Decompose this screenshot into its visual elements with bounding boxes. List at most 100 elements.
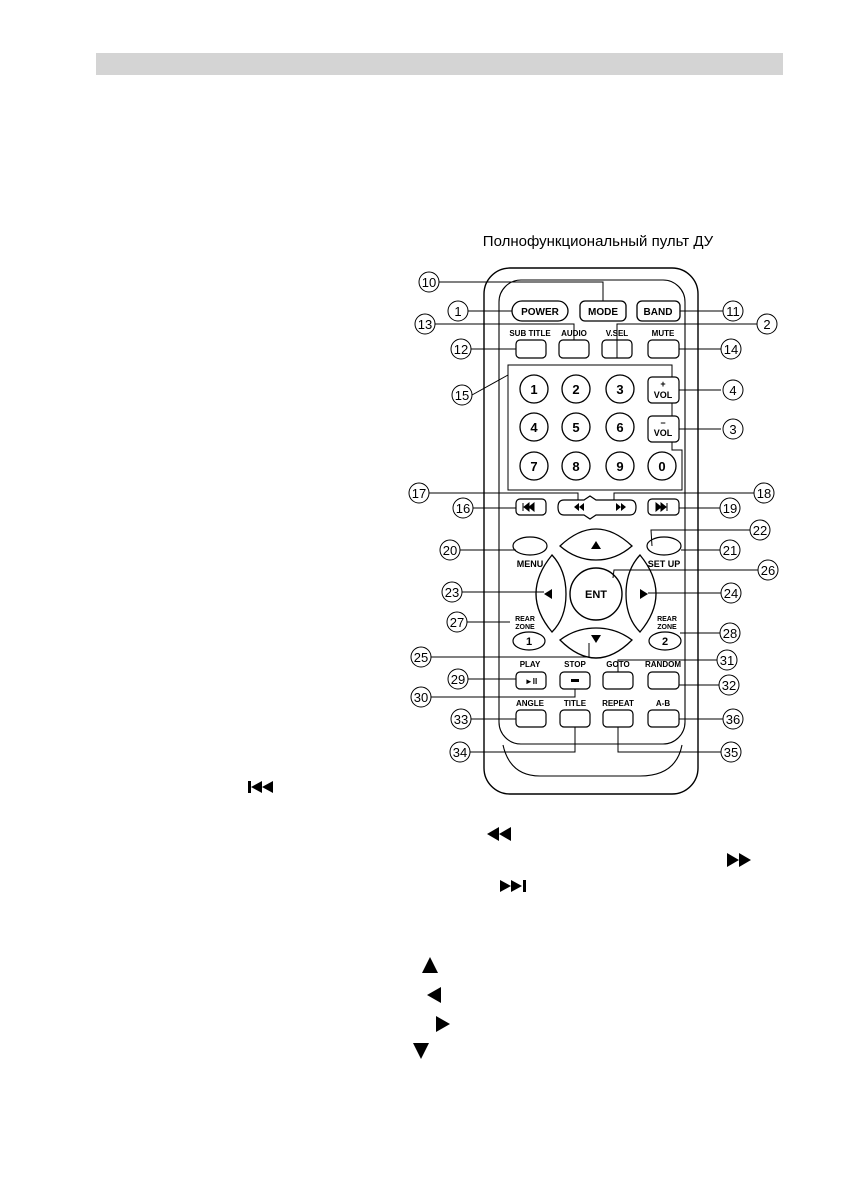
digit-7-button[interactable]: [519, 451, 549, 481]
mode-label: MODE: [588, 307, 618, 318]
callout-31: 31: [720, 653, 734, 668]
button-row-second: SUB TITLE AUDIO V.SEL MUTE: [509, 329, 680, 359]
callout-17: 17: [412, 486, 426, 501]
vol-up-label: VOL: [654, 390, 673, 400]
callout-25: 25: [414, 650, 428, 665]
volume-buttons: + VOL − VOL: [647, 376, 680, 443]
callout-34: 34: [453, 745, 467, 760]
callout-16: 16: [456, 501, 470, 516]
random-label: RANDOM: [645, 660, 681, 669]
callout-2: 2: [763, 317, 770, 332]
angle-label: ANGLE: [516, 699, 545, 708]
digit-0-button[interactable]: [647, 451, 677, 481]
header-bar: [96, 53, 783, 75]
callout-22: 22: [753, 523, 767, 538]
repeat-label: REPEAT: [602, 699, 634, 708]
callout-34-circle: [449, 741, 471, 763]
callout-35: 35: [724, 745, 738, 760]
callout-30: 30: [414, 690, 428, 705]
ent-label: ENT: [585, 589, 607, 601]
digit-3-button[interactable]: [605, 374, 635, 404]
callout-25-circle: [410, 646, 432, 668]
callout-4-circle: [722, 379, 744, 401]
vol-down-sign: −: [660, 418, 665, 428]
callout-21: 21: [723, 543, 737, 558]
callout-29: 29: [451, 672, 465, 687]
digit-1-button[interactable]: [519, 374, 549, 404]
callout-26-circle: [757, 559, 779, 581]
callout-20-circle: [439, 539, 461, 561]
random-button[interactable]: [647, 671, 680, 690]
remote-body-outer: [483, 267, 699, 795]
subtitle-label: SUB TITLE: [509, 329, 551, 338]
goto-button[interactable]: [602, 671, 634, 690]
callout-15: 15: [455, 388, 469, 403]
callout-30-circle: [410, 686, 432, 708]
power-label: POWER: [521, 307, 560, 318]
rear-zone-1-button[interactable]: [512, 631, 546, 651]
next-track-icon: [655, 501, 668, 513]
up-arrow-icon: [422, 957, 438, 973]
ent-button[interactable]: [569, 567, 623, 621]
digit-9-button[interactable]: [605, 451, 635, 481]
callout-28: 28: [723, 626, 737, 641]
callout-4: 4: [729, 383, 736, 398]
callout-23-circle: [441, 581, 463, 603]
subtitle-button[interactable]: [515, 339, 547, 359]
button-row-top: POWER MODE BAND: [511, 300, 681, 322]
remote-bottom-curve: [502, 744, 683, 777]
digit-3-label: 3: [616, 382, 623, 397]
callout-15-circle: [451, 384, 473, 406]
keypad-frame: [507, 364, 683, 491]
angle-button[interactable]: [515, 709, 547, 728]
down-arrow-icon: [413, 1043, 429, 1059]
callout-18: 18: [757, 486, 771, 501]
callout-21-circle: [719, 539, 741, 561]
ab-button[interactable]: [647, 709, 680, 728]
stop-label: STOP: [564, 660, 586, 669]
digit-4-button[interactable]: [519, 412, 549, 442]
callout-29-circle: [447, 668, 469, 690]
callout-35-circle: [720, 741, 742, 763]
menu-button[interactable]: [512, 536, 548, 556]
nav-right-icon: [640, 589, 648, 599]
title-button[interactable]: [559, 709, 591, 728]
fast-forward-icon[interactable]: [616, 503, 626, 511]
digit-7-label: 7: [530, 459, 537, 474]
play-icon: ►II: [525, 677, 537, 686]
callout-13: 13: [418, 317, 432, 332]
rear-zone-2-text-2: ZONE: [657, 624, 677, 631]
digit-5-button[interactable]: [561, 412, 591, 442]
callout-3: 3: [729, 422, 736, 437]
bottom-row: ANGLE TITLE REPEAT A-B: [515, 699, 680, 728]
callout-1: 1: [454, 304, 461, 319]
rewind-icon[interactable]: [574, 503, 584, 511]
digit-1-label: 1: [530, 382, 537, 397]
callout-27-circle: [446, 611, 468, 633]
title-label: TITLE: [564, 699, 587, 708]
ab-label: A-B: [656, 699, 670, 708]
callout-14-circle: [720, 338, 742, 360]
digit-2-button[interactable]: [561, 374, 591, 404]
mute-button[interactable]: [647, 339, 680, 359]
figure-caption: Полнофункциональный пульт ДУ: [482, 233, 714, 250]
play-button[interactable]: [515, 671, 547, 690]
digit-9-label: 9: [616, 459, 623, 474]
setup-button[interactable]: [646, 536, 682, 556]
callout-36-circle: [722, 708, 744, 730]
callout-33: 33: [454, 712, 468, 727]
next-track-icon: [500, 880, 526, 892]
callout-31-circle: [716, 649, 738, 671]
callout-11-circle: [722, 300, 744, 322]
repeat-button[interactable]: [602, 709, 634, 728]
callout-2-circle: [756, 313, 778, 335]
vol-up-sign: +: [660, 379, 665, 389]
rear-zone-2-button[interactable]: [648, 631, 682, 651]
rewind-icon: [487, 827, 511, 841]
digit-6-button[interactable]: [605, 412, 635, 442]
digit-4-label: 4: [530, 420, 538, 435]
audio-button[interactable]: [558, 339, 590, 359]
stop-icon: [571, 679, 579, 682]
right-arrow-icon: [436, 1016, 450, 1032]
digit-8-button[interactable]: [561, 451, 591, 481]
